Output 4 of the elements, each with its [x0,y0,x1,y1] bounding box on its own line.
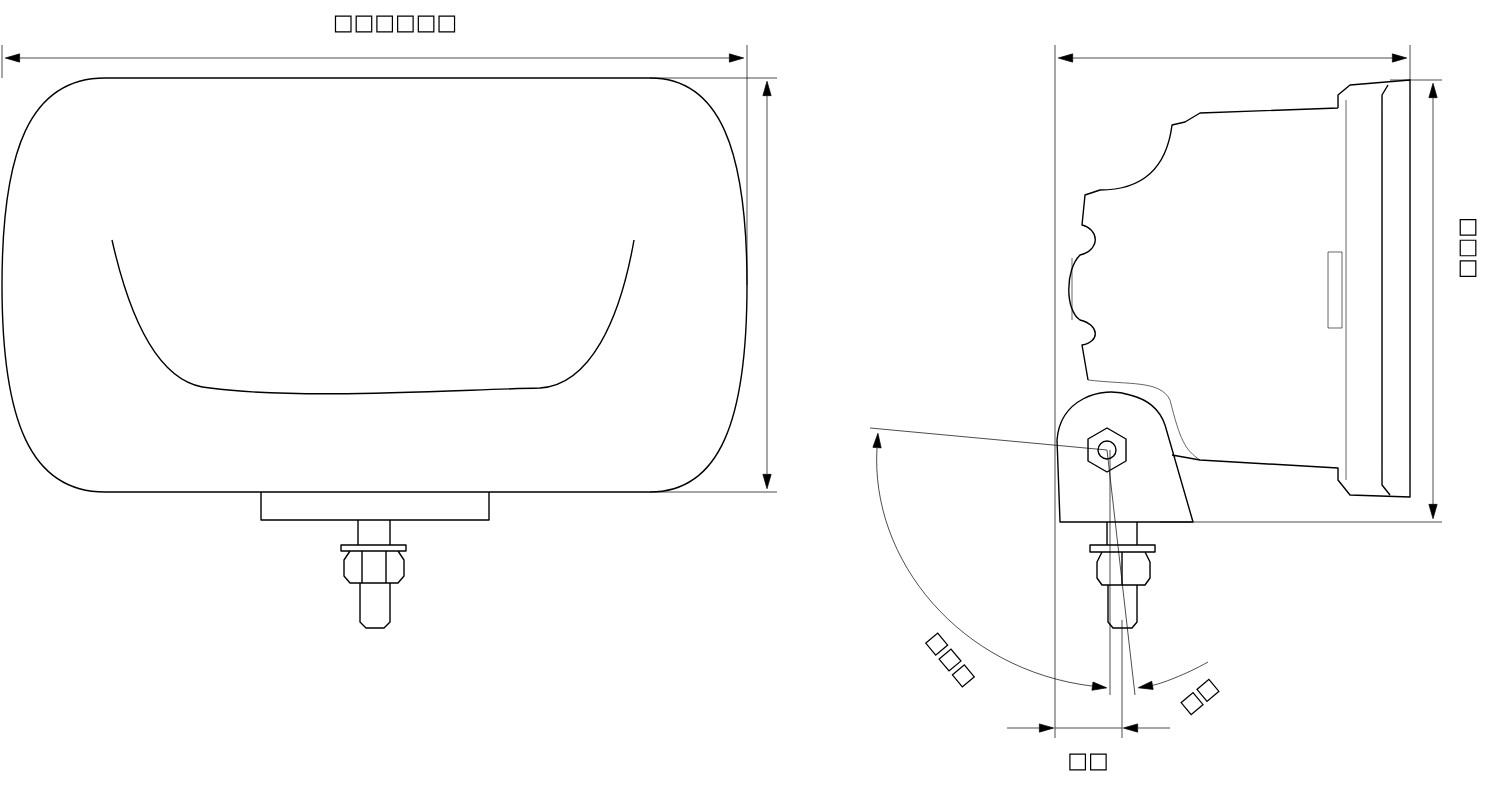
dimension-label: □□ [1069,753,1107,771]
dimension-label: □□ [1180,678,1220,716]
dimension-label: □□□□□□ [334,15,456,33]
dimension-label: □□□ [1459,218,1477,278]
